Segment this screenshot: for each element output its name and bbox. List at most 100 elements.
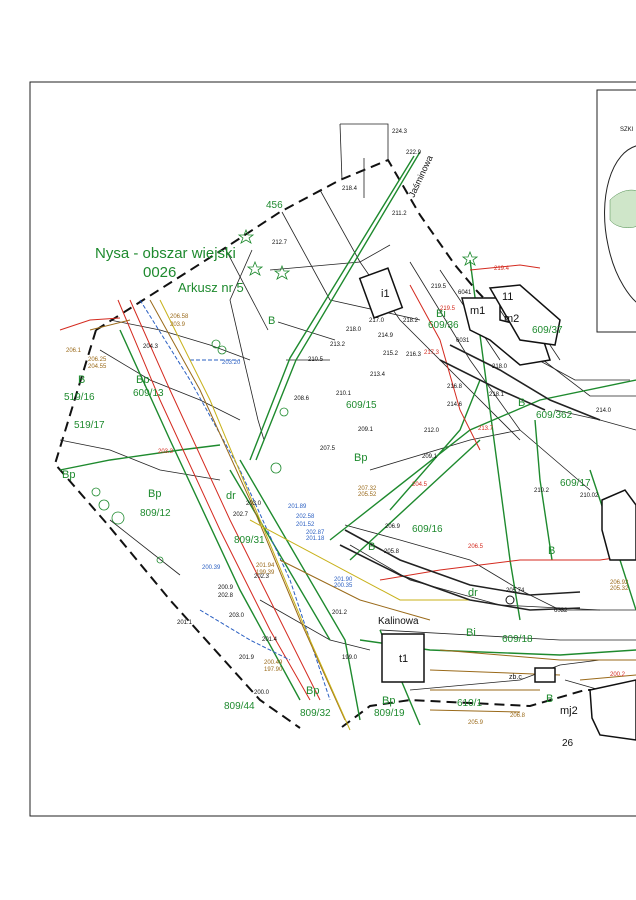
h-black-19: 208.6 bbox=[294, 396, 310, 402]
h-black-32: 200.9 bbox=[218, 585, 234, 591]
h-black-9: 214.9 bbox=[378, 333, 394, 339]
h-blue-6: 201.90 bbox=[334, 577, 353, 583]
building-i1 bbox=[358, 267, 404, 319]
h-red-5: 206.5 bbox=[468, 544, 484, 550]
parcel-2: 609/37 bbox=[532, 325, 563, 336]
h-red-0: 219.4 bbox=[494, 266, 510, 272]
parcel-12: 809/44 bbox=[224, 701, 255, 712]
sheet-frame bbox=[29, 81, 636, 817]
landuse-3: dr bbox=[226, 490, 236, 502]
h-black-36: 201.4 bbox=[262, 637, 278, 643]
parcel-14: 809/19 bbox=[374, 708, 405, 719]
h-brown-10: 199.39 bbox=[256, 570, 275, 576]
h-black-39: 199.0 bbox=[342, 655, 358, 661]
building-5: 11 bbox=[502, 291, 513, 303]
h-black-12: 216.3 bbox=[406, 352, 422, 358]
h-black-22: 207.5 bbox=[320, 446, 336, 452]
h-brown-9: 201.94 bbox=[256, 563, 275, 569]
h-brown-3: 206.58 bbox=[170, 314, 189, 320]
water-lines bbox=[139, 299, 331, 701]
heights-brown: 206.1206.25204.55206.58203.9207.32205.52… bbox=[66, 314, 629, 726]
parcel-9: 519/17 bbox=[74, 420, 105, 431]
parcel-3: 609/15 bbox=[346, 400, 377, 411]
h-black-23: 209.1 bbox=[422, 454, 438, 460]
building-m2 bbox=[488, 284, 561, 346]
landuse-c-1: Bp bbox=[62, 469, 75, 481]
h-black-27: 210.2 bbox=[534, 488, 550, 494]
landuse-b-0: B bbox=[78, 374, 85, 386]
h-red-4: 200.2 bbox=[610, 672, 626, 678]
inset-label: SZKI bbox=[620, 127, 634, 133]
h-black-38: 201.9 bbox=[239, 655, 255, 661]
parcel-7: 609/13 bbox=[133, 388, 164, 399]
inset-circle bbox=[604, 145, 636, 303]
h-red-1: 219.5 bbox=[440, 306, 456, 312]
h-black-31: 202.3 bbox=[254, 574, 270, 580]
h-red-6: 204.5 bbox=[412, 482, 428, 488]
h-black-21: 212.0 bbox=[424, 428, 440, 434]
h-red-3: 203.3 bbox=[158, 449, 174, 455]
h-blue-7: 200.35 bbox=[334, 583, 353, 589]
h-black-11: 215.2 bbox=[383, 351, 399, 357]
h-black-1: 222.9 bbox=[406, 150, 422, 156]
landuse-e-1: Bp bbox=[306, 685, 319, 697]
h-black-40: 200.0 bbox=[254, 690, 270, 696]
building-east bbox=[601, 489, 636, 561]
h-brown-1: 206.25 bbox=[88, 357, 107, 363]
h-brown-6: 205.52 bbox=[358, 492, 377, 498]
landuse-f-2: Bi bbox=[466, 627, 476, 639]
h-brown-11: 206.92 bbox=[610, 580, 629, 586]
parcel-10: 809/12 bbox=[140, 508, 171, 519]
sewer-lines bbox=[89, 299, 636, 721]
parcel-1: 609/36 bbox=[428, 320, 459, 331]
h-black-34: 203.0 bbox=[229, 613, 245, 619]
h-black-2: 218.4 bbox=[342, 186, 358, 192]
h-brown-8: 197.90 bbox=[264, 667, 283, 673]
building-0: i1 bbox=[381, 288, 390, 300]
well-symbol bbox=[505, 595, 515, 605]
parcel-6: 609/18 bbox=[502, 634, 533, 645]
h-brown-13: 206.8 bbox=[510, 713, 526, 719]
h-black-15: 216.8 bbox=[447, 384, 463, 390]
building-1: t1 bbox=[399, 653, 408, 665]
h-black-8: 218.0 bbox=[346, 327, 362, 333]
building-zbc bbox=[534, 667, 556, 683]
header-line-1: 0026 bbox=[143, 264, 176, 281]
landuse-d-0: B bbox=[548, 545, 555, 557]
h-black-28: 210.02 bbox=[580, 493, 599, 499]
h-black-14: 213.4 bbox=[370, 372, 386, 378]
building-4: mj2 bbox=[560, 705, 578, 717]
building-6: zb.c. bbox=[509, 674, 524, 681]
landuse-d-1: Bp bbox=[382, 695, 395, 707]
landuse-0: B bbox=[268, 315, 275, 327]
landuse-c-0: B bbox=[368, 541, 375, 553]
building-3: m2 bbox=[504, 313, 519, 325]
h-blue-1: 201.89 bbox=[288, 504, 307, 510]
h-blue-3: 201.52 bbox=[296, 522, 315, 528]
landuse-f-1: Bp bbox=[136, 374, 149, 386]
h-black-10: 213.2 bbox=[330, 342, 346, 348]
misc-2: 26 bbox=[562, 738, 574, 749]
star-symbols bbox=[237, 228, 479, 280]
h-black-25: 203.0 bbox=[246, 501, 262, 507]
h-black-33: 202.8 bbox=[218, 593, 234, 599]
inset-frame bbox=[596, 89, 636, 333]
h-red-2: 217.3 bbox=[424, 350, 440, 356]
h-blue-0: 203.20 bbox=[222, 360, 241, 366]
parcel-4: 609/16 bbox=[412, 524, 443, 535]
h-black-3: 211.2 bbox=[392, 211, 407, 217]
h-black-29: 206.9 bbox=[385, 524, 401, 530]
parcel-13: 809/32 bbox=[300, 708, 331, 719]
header-line-2: Arkusz nr 5 bbox=[178, 280, 244, 295]
h-black-41: 205.74 bbox=[506, 588, 525, 594]
building-mj2 bbox=[589, 679, 636, 741]
landuse-f-3: dr bbox=[468, 587, 478, 599]
trees bbox=[91, 339, 289, 564]
